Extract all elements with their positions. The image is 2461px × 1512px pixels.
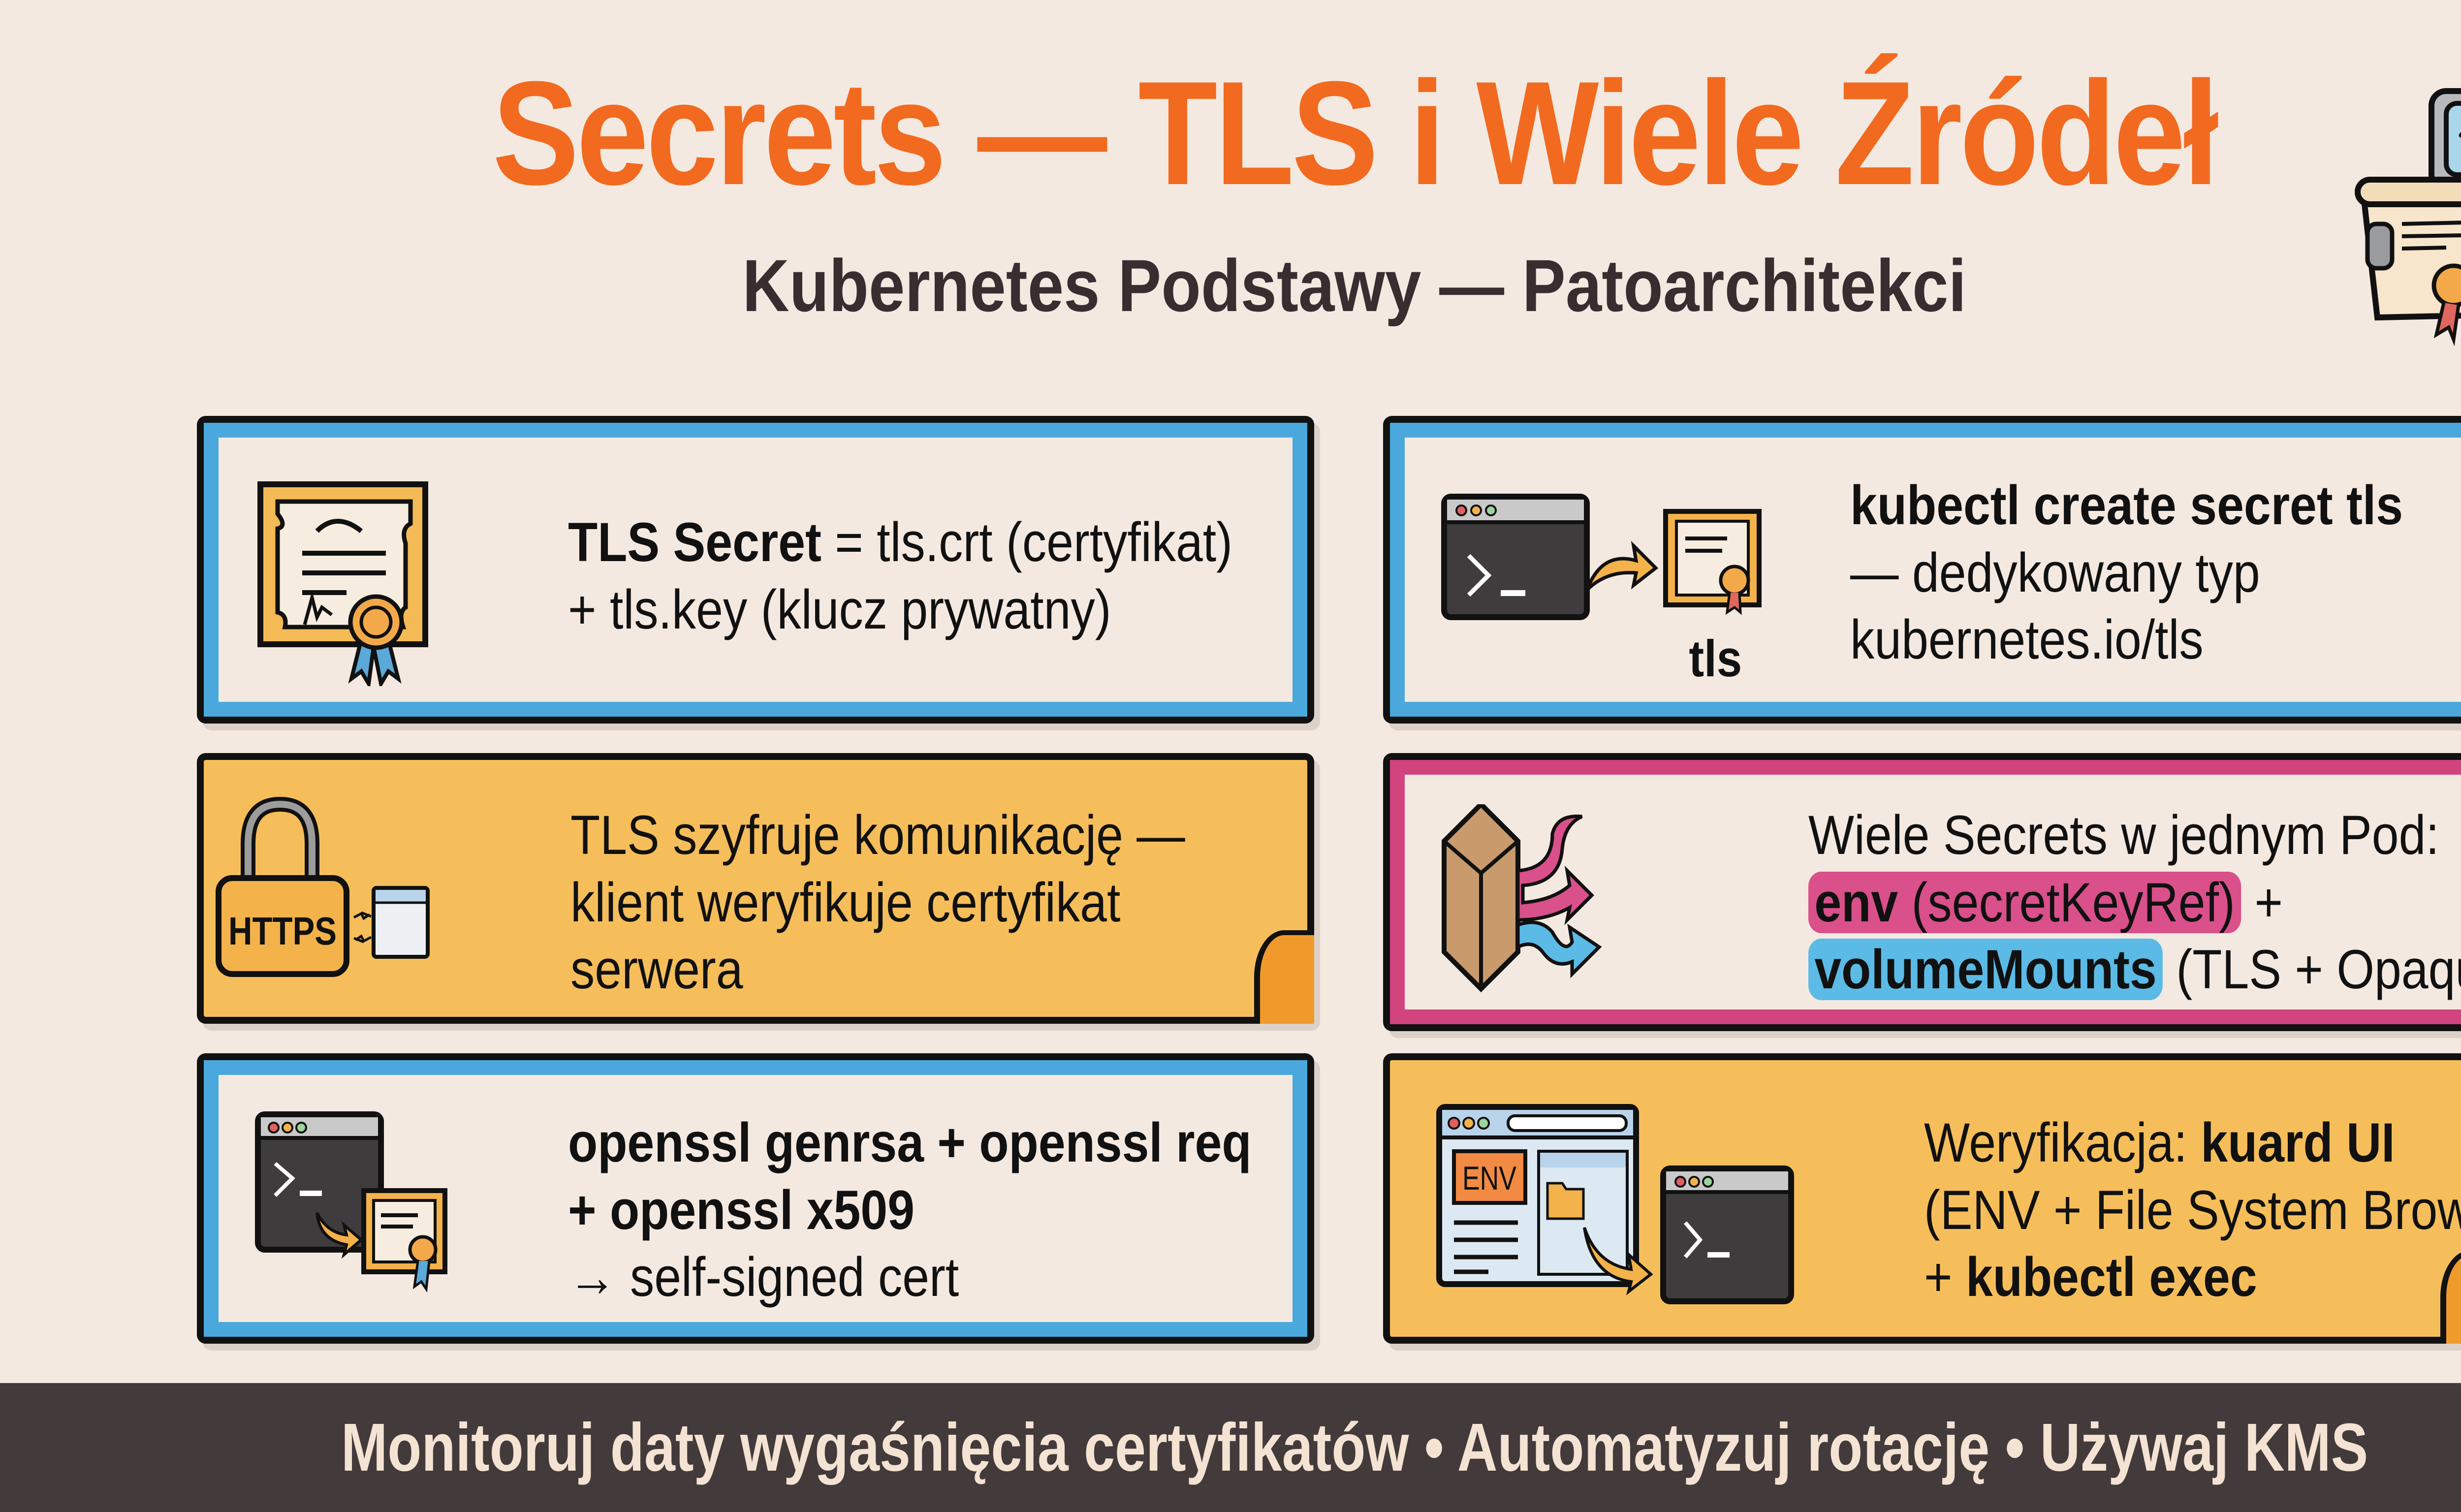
card-kubectl-create: tls kubectl create secret tls — dedykowa… bbox=[1383, 416, 2461, 724]
card-tls-encrypts: HTTPS TLS szyfruje komunikację — klient … bbox=[197, 753, 1314, 1024]
card-openssl: openssl genrsa + openssl req + openssl x… bbox=[197, 1053, 1314, 1344]
page-curl bbox=[1254, 930, 1314, 1024]
plus-text: + bbox=[2241, 871, 2283, 933]
openssl-genrsa-text: openssl genrsa + openssl req bbox=[568, 1112, 1252, 1173]
multiple-secrets-text: Wiele Secrets w jednym Pod: bbox=[1808, 804, 2439, 866]
card-text: kubectl create secret tls — dedykowany t… bbox=[1850, 472, 2403, 674]
tls-icon-label: tls bbox=[1689, 630, 1742, 688]
volumemounts-highlight: volumeMounts bbox=[1808, 939, 2163, 1001]
card-text: openssl genrsa + openssl req + openssl x… bbox=[568, 1109, 1252, 1311]
tls-key-text: + tls.key (klucz prywatny) bbox=[568, 578, 1111, 640]
footer-bar: Monitoruj daty wygaśnięcia certyfikatów … bbox=[0, 1383, 2461, 1512]
https-padlock-icon: HTTPS bbox=[216, 796, 430, 977]
tls-crt-text: = tls.crt (certyfikat) bbox=[821, 511, 1233, 573]
terminal-to-certificate-icon bbox=[1441, 494, 1762, 620]
card-text: TLS szyfruje komunikację — klient weryfi… bbox=[570, 802, 1185, 1004]
card-tls-secret: TLS Secret = tls.crt (certyfikat) + tls.… bbox=[197, 416, 1314, 724]
tls-encrypts-text: TLS szyfruje komunikację — bbox=[570, 804, 1185, 866]
page-title: Secrets — TLS i Wiele Źródeł bbox=[492, 50, 2219, 216]
tls-opaque-text: (TLS + Opaque) bbox=[2176, 939, 2461, 1001]
server-text: serwera bbox=[570, 939, 743, 1001]
kubectl-command: kubectl create secret tls bbox=[1850, 474, 2403, 536]
tls-secret-label: TLS Secret bbox=[568, 511, 821, 573]
verification-label: Weryfikacja: bbox=[1924, 1112, 2201, 1173]
svg-text:ENV: ENV bbox=[1462, 1160, 1516, 1197]
robot-mascot-icon bbox=[2355, 88, 2461, 346]
kubectl-exec-label: kubectl exec bbox=[1965, 1246, 2257, 1308]
env-highlight: env (secretKeyRef) bbox=[1808, 871, 2241, 933]
box-arrows-icon bbox=[1442, 804, 1602, 993]
card-verification: ENV Weryfikacja: kuard UI (ENV + File Sy… bbox=[1383, 1053, 2461, 1344]
plus-text: + bbox=[1924, 1246, 1966, 1308]
tls-type-text: kubernetes.io/tls bbox=[1850, 609, 2204, 671]
card-text: Weryfikacja: kuard UI (ENV + File System… bbox=[1924, 1109, 2461, 1311]
footer-tips: Monitoruj daty wygaśnięcia certyfikatów … bbox=[341, 1409, 2368, 1485]
svg-text:HTTPS: HTTPS bbox=[228, 909, 337, 953]
env-label: env bbox=[1814, 871, 1898, 933]
self-signed-text: → self-signed cert bbox=[568, 1246, 959, 1308]
page-subtitle: Kubernetes Podstawy — Patoarchitekci bbox=[742, 244, 1967, 327]
secretkeyref-label: (secretKeyRef) bbox=[1898, 871, 2235, 933]
client-verifies-text: klient weryfikuje certyfikat bbox=[570, 871, 1121, 933]
kuard-ui-label: kuard UI bbox=[2201, 1112, 2395, 1173]
card-multiple-secrets: Wiele Secrets w jednym Pod: env (secretK… bbox=[1383, 753, 2461, 1031]
dedicated-type-text: — dedykowany typ bbox=[1850, 541, 2260, 603]
card-text: TLS Secret = tls.crt (certyfikat) + tls.… bbox=[568, 509, 1232, 643]
certificate-icon bbox=[257, 481, 428, 686]
openssl-x509-text: + openssl x509 bbox=[568, 1179, 915, 1241]
card-text: Wiele Secrets w jednym Pod: env (secretK… bbox=[1808, 802, 2461, 1004]
browser-env-terminal-icon: ENV bbox=[1436, 1104, 1794, 1304]
terminal-certificate-icon bbox=[255, 1111, 447, 1293]
env-fs-browser-text: (ENV + File System Browser) bbox=[1924, 1179, 2461, 1241]
